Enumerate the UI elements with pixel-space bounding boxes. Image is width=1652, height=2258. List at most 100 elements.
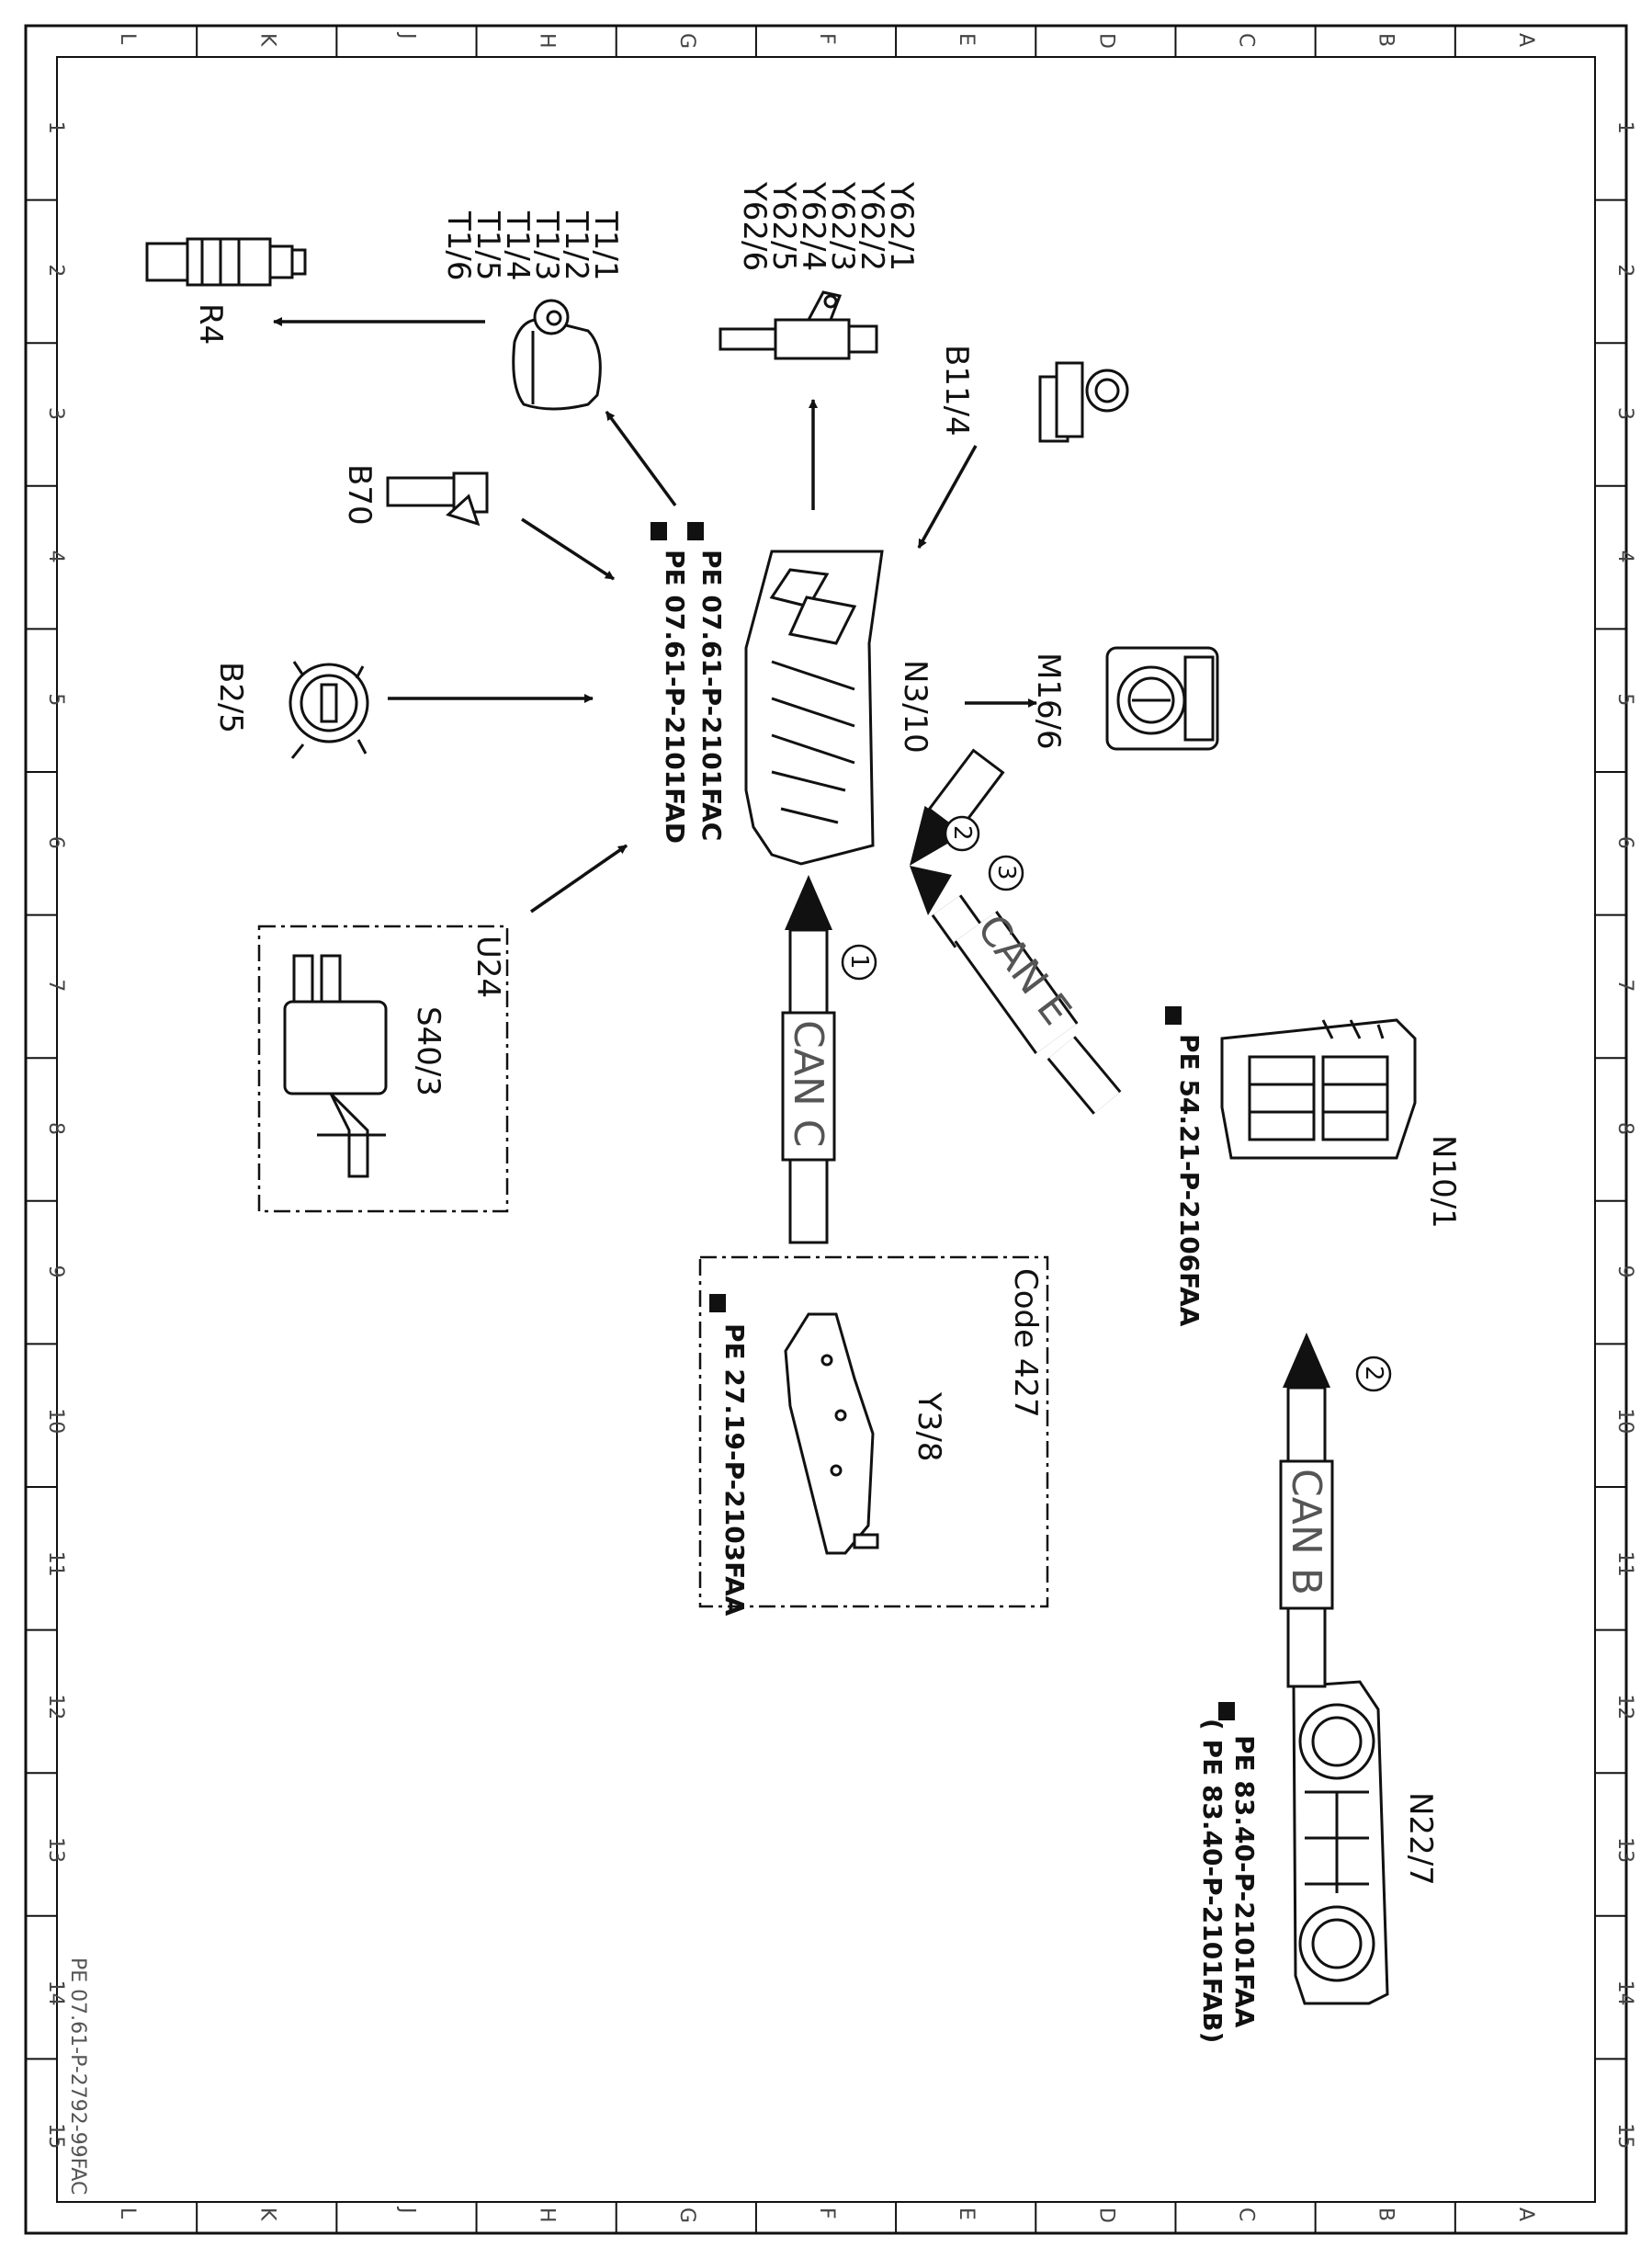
ignition-coil-t1-icon [512, 299, 602, 411]
throttle-valve-actuator-m16-6-icon [1105, 646, 1219, 751]
grid-column-label-top: L [116, 33, 139, 45]
fuel-injector-y62-labels: Y62/1 Y62/2 Y62/3 Y62/4 Y62/5 Y62/6 [736, 181, 920, 271]
fuel-injector-y62-icon [719, 290, 878, 360]
electrohydraulic-control-unit-y3-8-icon [784, 1312, 879, 1555]
y62-label-6: Y62/6 [736, 181, 773, 271]
grid-row-label-right: 14 [1613, 1980, 1636, 2006]
spark-plug-r4-icon [145, 237, 307, 287]
grid-column-label-top: B [1375, 33, 1397, 47]
switch-s40-3-label: S40/3 [410, 1006, 447, 1096]
grid-row-label-right: 3 [1613, 407, 1636, 420]
svg-text:2: 2 [1360, 1366, 1387, 1381]
throttle-m16-6-label: M16/6 [1030, 652, 1067, 750]
code-u24-box [257, 925, 509, 1213]
t1-label-5: T1/5 [470, 210, 506, 281]
grid-row-label-left: 9 [44, 1265, 67, 1278]
grid-row-label-left: 2 [44, 264, 67, 277]
callout-2b: 2 [1355, 1356, 1392, 1392]
can-e-bus-body [910, 866, 1122, 1115]
grid-row-label-right: 12 [1613, 1694, 1636, 1719]
grid-row-label-left: 6 [44, 836, 67, 849]
hot-film-mass-air-flow-sensor-b2-5-icon [289, 661, 369, 759]
grid-row-label-left: 11 [44, 1551, 67, 1577]
grid-row-label-right: 4 [1613, 550, 1636, 563]
grid-column-label-top: H [536, 33, 559, 49]
grid-column-label-bottom: A [1514, 2207, 1537, 2221]
transmission-y3-8-label: Y3/8 [911, 1391, 947, 1462]
front-sam-control-unit-n10-1-icon [1220, 1018, 1417, 1160]
signal-arrows [273, 317, 1037, 913]
can-e-bus [910, 748, 1005, 866]
coolant-temp-sensor-b11-4-icon [1038, 361, 1129, 443]
svg-text:2: 2 [948, 825, 976, 841]
grid-column-label-top: G [675, 33, 698, 49]
grid-row-label-left: 10 [44, 1408, 67, 1434]
transmission-y3-8-ref: PE 27.19-P-2103FAA [719, 1323, 750, 1617]
grid-row-label-left: 7 [44, 979, 67, 992]
callout-1: 1 [841, 944, 877, 981]
crankshaft-sensor-b70-icon [386, 471, 489, 527]
y62-label-5: Y62/5 [765, 181, 802, 271]
grid-column-label-bottom: D [1094, 2207, 1117, 2223]
grid-row-label-right: 9 [1613, 1265, 1636, 1278]
sensor-b70-label: B70 [341, 464, 378, 526]
y62-label-1: Y62/1 [883, 181, 920, 271]
grid-column-label-bottom: F [815, 2207, 838, 2219]
grid-column-label-bottom: C [1235, 2207, 1258, 2221]
can-c-label: CAN C [785, 1020, 832, 1147]
u24-label: U24 [470, 936, 506, 998]
climate-control-unit-n22-7-icon [1292, 1680, 1389, 2005]
grid-row-label-left: 14 [44, 1980, 67, 2006]
grid-column-label-top: K [255, 33, 278, 47]
reference-hand-icon [1218, 1702, 1235, 1720]
svg-text:3: 3 [992, 865, 1020, 880]
grid-column-label-bottom: K [255, 2207, 278, 2221]
grid-row-label-left: 15 [44, 2123, 67, 2149]
drawing-frame [24, 24, 1628, 2235]
stop-lamp-switch-s40-3-icon [283, 954, 388, 1178]
grid-column-label-bottom: L [116, 2207, 139, 2219]
grid-row-label-right: 13 [1613, 1837, 1636, 1863]
grid-row-label-right: 2 [1613, 264, 1636, 277]
t1-label-4: T1/4 [499, 210, 536, 281]
grid-column-label-top: D [1094, 33, 1117, 49]
ecu-n3-10-label: N3/10 [897, 660, 933, 754]
callout-3: 3 [988, 855, 1024, 891]
t1-label-6: T1/6 [440, 210, 477, 281]
ecu-n3-10-ref-2: PE 07.61-P-2101FAD [660, 550, 690, 844]
y62-label-4: Y62/4 [795, 181, 832, 271]
grid-row-label-right: 15 [1613, 2123, 1636, 2149]
grid-row-label-right: 10 [1613, 1408, 1636, 1434]
ecu-n3-10-icon [744, 550, 884, 866]
grid-row-label-left: 3 [44, 407, 67, 420]
code-427-box [698, 1255, 1049, 1608]
grid-column-label-bottom: G [675, 2207, 698, 2223]
grid-row-label-right: 11 [1613, 1551, 1636, 1577]
t1-label-2: T1/2 [558, 210, 594, 281]
grid-row-label-left: 8 [44, 1122, 67, 1135]
grid-row-label-left: 13 [44, 1837, 67, 1863]
grid-column-label-top: J [395, 31, 418, 40]
callout-2: 2 [944, 815, 980, 852]
grid-column-label-bottom: B [1375, 2207, 1397, 2221]
sam-n10-1-label: N10/1 [1425, 1135, 1462, 1229]
ecu-n3-10-ref-1: PE 07.61-P-2101FAC [696, 550, 727, 841]
grid-row-label-right: 1 [1613, 121, 1636, 134]
sensor-b11-4-label: B11/4 [938, 345, 975, 437]
reference-hand-icon [709, 1294, 726, 1312]
grid-row-label-left: 4 [44, 550, 67, 563]
ignition-coil-t1-labels: T1/1 T1/2 T1/3 T1/4 T1/5 T1/6 [440, 210, 624, 281]
sam-n10-1-ref: PE 54.21-P-2106FAA [1174, 1034, 1205, 1327]
can-b-bus [1279, 1333, 1334, 1688]
t1-label-3: T1/3 [528, 210, 565, 281]
grid-column-label-top: A [1514, 33, 1537, 47]
grid-row-label-right: 8 [1613, 1122, 1636, 1135]
grid-column-label-bottom: E [955, 2207, 978, 2220]
ecu-n3-10-refs: PE 07.61-P-2101FAC PE 07.61-P-2101FAD [651, 522, 727, 844]
y62-label-2: Y62/2 [854, 181, 890, 271]
reference-hand-icon [1165, 1006, 1182, 1025]
grid-row-label-right: 6 [1613, 836, 1636, 849]
